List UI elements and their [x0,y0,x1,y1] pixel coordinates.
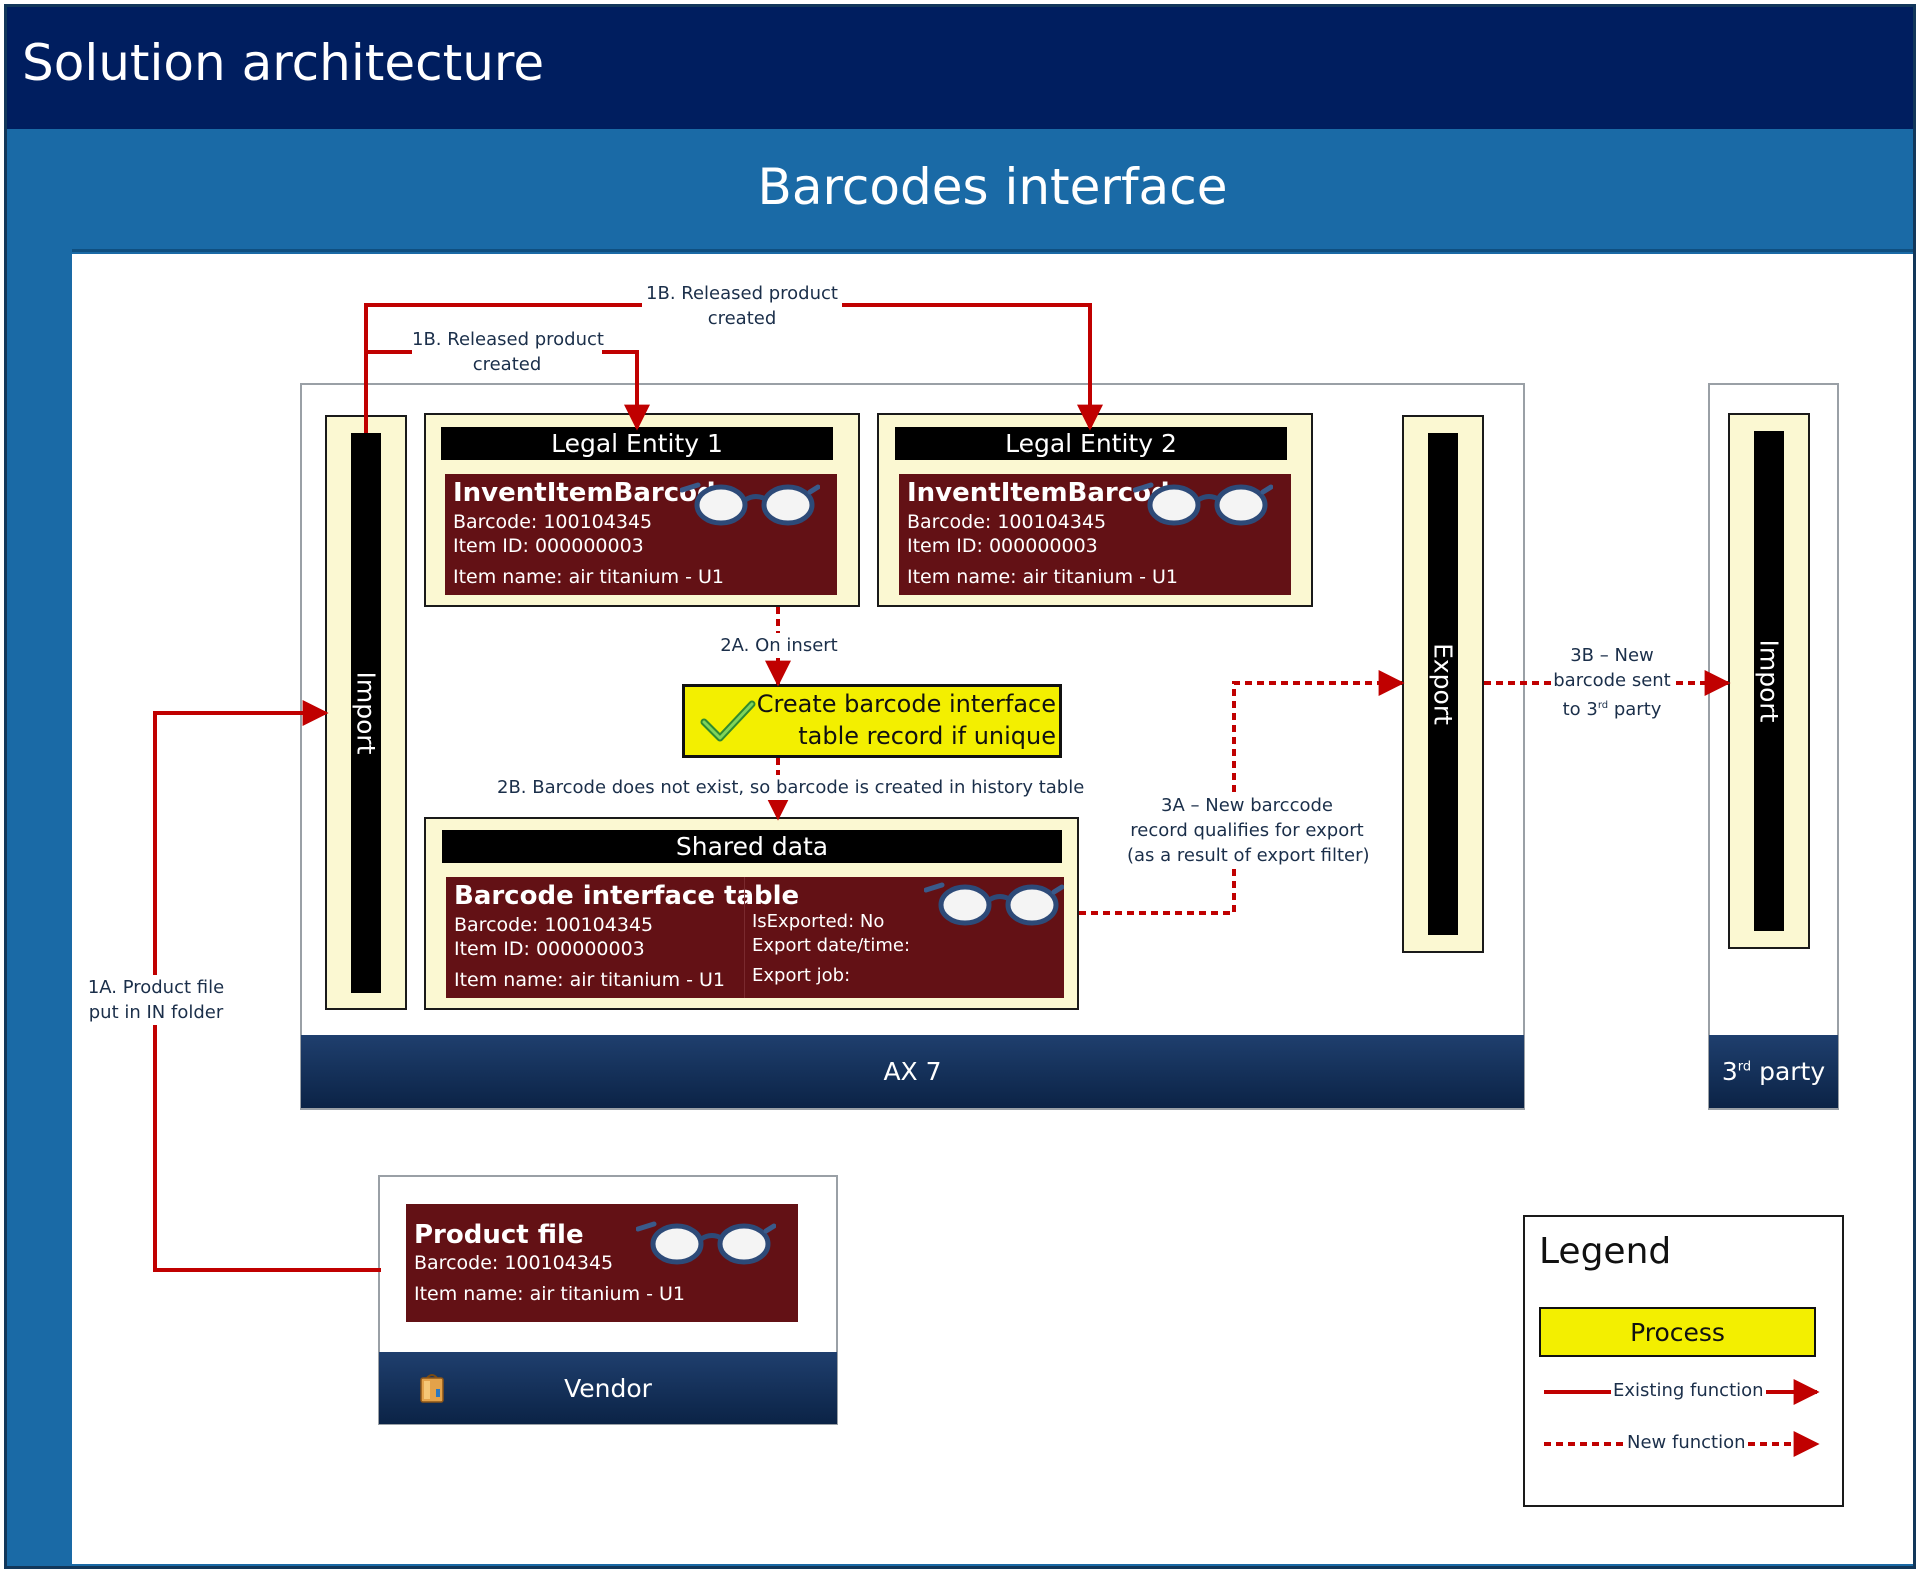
legend-title: Legend [1539,1231,1672,1272]
page-subtitle: Barcodes interface [757,158,1228,216]
legend-new-label: New function [1625,1432,1748,1453]
ax-export-bar [1428,433,1458,935]
shared-data-item-name: Item name: air titanium - U1 [454,969,726,991]
label-1b-outer: 1B. Released product created [642,281,842,331]
third-party-import-bar [1754,431,1784,931]
label-2b: 2B. Barcode does not exist, so barcode i… [497,775,1085,800]
vendor-package-icon [418,1372,446,1404]
label-3b: 3B – New barcode sent to 3rd party [1552,643,1672,722]
legend-existing-label: Existing function [1611,1380,1766,1401]
third-party-label: 3rd party [1721,1057,1826,1086]
product-file-card: Product file Barcode: 100104345 Item nam… [406,1204,798,1322]
glasses-icon [679,482,821,532]
legal-entity-1-card-title: InventItemBarcode [453,478,734,508]
glasses-icon [923,882,1065,932]
product-file-item-name: Item name: air titanium - U1 [414,1283,686,1305]
legal-entity-1-header: Legal Entity 1 [441,427,833,460]
label-1a: 1A. Product file put in IN folder [86,975,226,1025]
title-bar [7,7,1913,129]
shared-data-card-title: Barcode interface table [454,881,800,911]
label-2a: 2A. On insert [717,633,841,658]
process-box [682,684,1062,758]
ax7-footer: AX 7 [301,1035,1524,1108]
legal-entity-1-item-id: Item ID: 000000003 [453,535,644,557]
product-file-barcode: Barcode: 100104345 [414,1252,614,1274]
legal-entity-1-item-name: Item name: air titanium - U1 [453,566,725,588]
label-3a: 3A – New barccode record qualifies for e… [1127,793,1370,868]
process-line-2: table record if unique [798,722,1056,750]
third-party-footer: 3rd party [1709,1035,1838,1108]
glasses-icon [1132,482,1274,532]
subtitle-bar [72,132,1913,252]
process-line-1: Create barcode interface [756,690,1056,718]
card-divider [744,877,745,998]
legal-entity-2-header: Legal Entity 2 [895,427,1287,460]
shared-data-export-datetime: Export date/time: [752,935,911,956]
process-text: Create barcode interface table record if… [700,688,1056,752]
glasses-icon [635,1221,777,1271]
legal-entity-2-item-id: Item ID: 000000003 [907,535,1098,557]
shared-data-item-id: Item ID: 000000003 [454,938,645,960]
page-title: Solution architecture [22,34,545,92]
legal-entity-2-barcode: Barcode: 100104345 [907,511,1107,533]
shared-data-header: Shared data [442,830,1062,863]
product-file-card-title: Product file [414,1220,584,1250]
vendor-footer: Vendor [379,1352,837,1424]
legal-entity-1-barcode: Barcode: 100104345 [453,511,653,533]
shared-data-card: Barcode interface table Barcode: 1001043… [446,877,1064,998]
label-1b-inner: 1B. Released product created [412,327,604,377]
legal-entity-2-item-name: Item name: air titanium - U1 [907,566,1179,588]
ax-import-bar [351,433,381,993]
legend-box [1523,1215,1844,1507]
legal-entity-2-card-title: InventItemBarcode [907,478,1188,508]
shared-data-barcode: Barcode: 100104345 [454,914,654,936]
legend-process-swatch: Process [1539,1307,1816,1357]
checkmark-icon [700,698,756,744]
label-3b-line-3: to 3rd party [1562,699,1662,720]
shared-data-export-job: Export job: [752,965,851,986]
shared-data-is-exported: IsExported: No [752,911,885,932]
